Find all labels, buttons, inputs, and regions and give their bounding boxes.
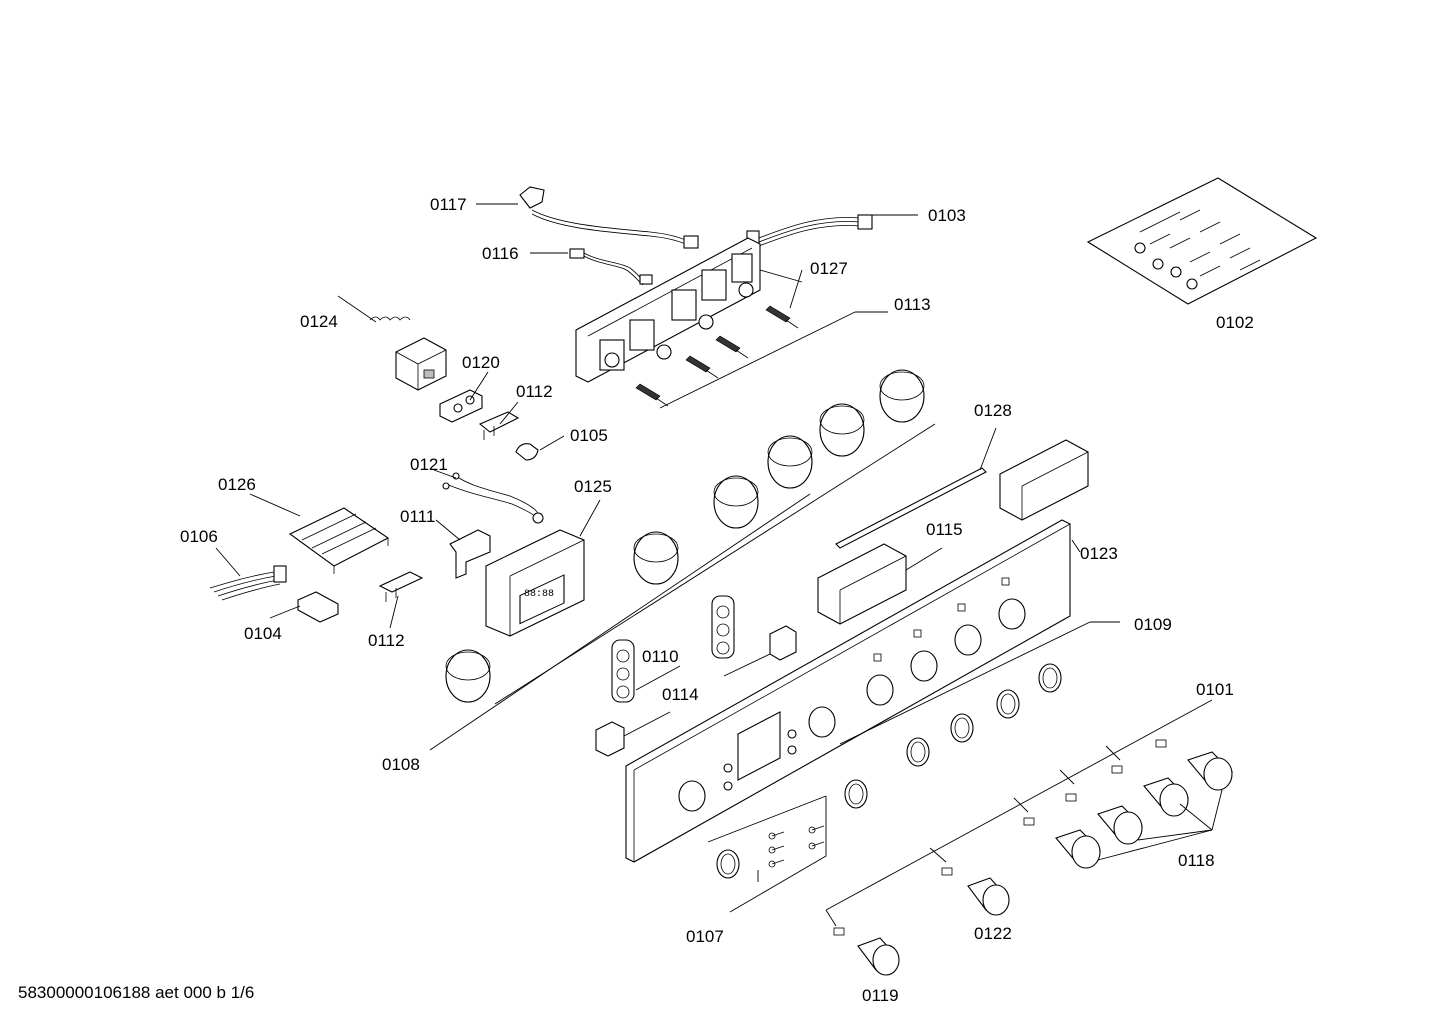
trim-ring-0109-group bbox=[839, 621, 1120, 809]
callout-0125: 0125 bbox=[574, 477, 612, 496]
knob-0118 bbox=[1065, 793, 1143, 845]
front-panel-0123 bbox=[625, 519, 1081, 863]
callout-0128: 0128 bbox=[974, 401, 1012, 420]
bracket-0104 bbox=[297, 591, 339, 623]
harness-0103 bbox=[746, 214, 873, 247]
strip-0128 bbox=[835, 427, 997, 549]
callout-0120: 0120 bbox=[462, 353, 500, 372]
callout-0126: 0126 bbox=[218, 475, 256, 494]
bracket-0120 bbox=[439, 389, 483, 423]
clip-0112-upper bbox=[478, 411, 520, 440]
harness-0116 bbox=[569, 248, 653, 286]
callout-0116: 0116 bbox=[482, 244, 519, 263]
callout-0119: 0119 bbox=[862, 986, 899, 1005]
display-digits: 88:88 bbox=[524, 589, 554, 600]
callout-0122: 0122 bbox=[974, 924, 1012, 943]
bracket-0111 bbox=[449, 529, 491, 579]
knob-0122 bbox=[941, 867, 1010, 916]
clip-0112-lower bbox=[378, 571, 424, 602]
leader-lines bbox=[215, 203, 918, 629]
knob-group bbox=[825, 699, 1233, 976]
screws-0107 bbox=[707, 795, 827, 913]
knob-sleeve bbox=[445, 649, 491, 703]
knob-0119 bbox=[833, 927, 900, 976]
callout-0101: 0101 bbox=[1196, 680, 1234, 699]
callout-0115: 0115 bbox=[926, 520, 963, 539]
wire-set-0106 bbox=[209, 565, 287, 601]
knob-sleeve-0108-group bbox=[429, 369, 936, 751]
callout-0118: 0118 bbox=[1178, 851, 1215, 870]
harness-0117 bbox=[519, 186, 699, 249]
footer-document-code: 58300000106188 aet 000 b 1/6 bbox=[18, 983, 254, 1002]
switch-0115-right bbox=[999, 439, 1089, 521]
callout-0103: 0103 bbox=[928, 206, 966, 225]
callout-0121: 0121 bbox=[410, 455, 448, 474]
callout-0117: 0117 bbox=[430, 195, 467, 214]
callout-0111: 0111 bbox=[400, 507, 435, 526]
callout-0102: 0102 bbox=[1216, 313, 1254, 332]
knob-sleeve bbox=[819, 403, 865, 457]
callout-0124: 0124 bbox=[300, 312, 338, 331]
callout-0105: 0105 bbox=[570, 426, 608, 445]
knob-0118 bbox=[1155, 739, 1233, 791]
callout-0112-upper: 0112 bbox=[516, 382, 553, 401]
terminal-block-0126 bbox=[288, 507, 390, 574]
callout-0104: 0104 bbox=[244, 624, 282, 643]
callout-0110: 0110 bbox=[642, 647, 679, 666]
knob-sleeve bbox=[713, 475, 759, 529]
callout-0109: 0109 bbox=[1134, 615, 1172, 634]
button-carrier-0110 bbox=[611, 595, 735, 703]
callout-labels: 0117 0103 0116 0127 0113 0124 0102 0120 … bbox=[180, 195, 1254, 1005]
knob-0118 bbox=[1111, 765, 1189, 817]
callout-0107: 0107 bbox=[686, 927, 724, 946]
control-module-0113 bbox=[575, 237, 888, 409]
knob-0118 bbox=[1023, 817, 1101, 869]
callout-0127: 0127 bbox=[810, 259, 848, 278]
knob-sleeve bbox=[767, 435, 813, 489]
callout-0106: 0106 bbox=[180, 527, 218, 546]
switch-rotor bbox=[635, 305, 799, 407]
callout-0113: 0113 bbox=[894, 295, 931, 314]
callout-0112-lower: 0112 bbox=[368, 631, 405, 650]
lamp-holder-0105 bbox=[515, 443, 539, 461]
switch-0114 bbox=[595, 625, 797, 757]
screw-bag-0102 bbox=[1086, 177, 1318, 305]
wire-0121 bbox=[442, 472, 544, 524]
knob-sleeve bbox=[879, 369, 925, 423]
knob-sleeve bbox=[633, 531, 679, 585]
thermostat-0124 bbox=[337, 295, 447, 391]
clock-module-0125: 88:88 bbox=[485, 529, 585, 637]
callout-0108: 0108 bbox=[382, 755, 420, 774]
switch-0115-left bbox=[817, 543, 943, 625]
callout-0114: 0114 bbox=[662, 685, 699, 704]
callout-0123: 0123 bbox=[1080, 544, 1118, 563]
